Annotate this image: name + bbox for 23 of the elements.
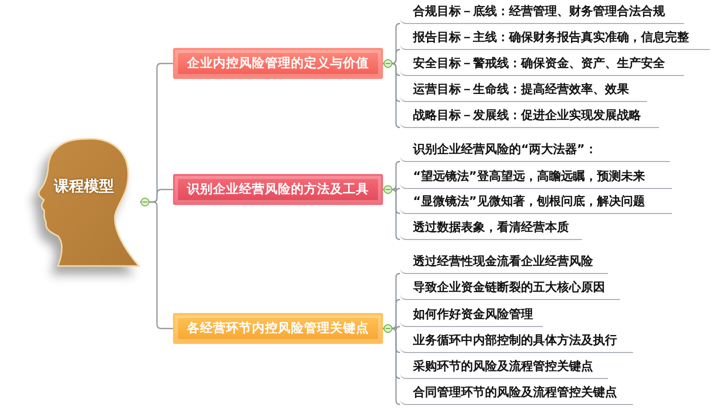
underlined-topic: “显微镜法”见微知著，刨根问底，解决问题: [400, 190, 672, 214]
branch-box: 各经营环节内控风险管理关键点: [173, 313, 383, 344]
branch-box: 识别企业经营风险的方法及工具: [173, 174, 383, 205]
underlined-topic: 导致企业资金链断裂的五大核心原因: [400, 276, 620, 300]
underlined-topic: 合同管理环节的风险及流程管控关键点: [400, 381, 633, 405]
underlined-topic: “望远镜法”登高望远，高瞻远瞩，预测未来: [400, 165, 672, 189]
underlined-topic: 业务循环中内部控制的具体方法及执行: [400, 329, 633, 353]
connector-line: [383, 59, 401, 128]
connector-line: [383, 185, 401, 240]
connector-line: [140, 198, 173, 330]
connector-line: [383, 324, 401, 406]
underlined-topic: 战略目标－发展线：促进企业实现发展战略: [400, 104, 659, 128]
branch-box: 企业内控风险管理的定义与价值: [173, 48, 383, 79]
underlined-topic: 安全目标－警戒线：确保资金、资产、生产安全: [400, 52, 684, 76]
underlined-topic: 如何作好资金风险管理: [400, 303, 543, 327]
underlined-topic: 采购环节的风险及流程管控关键点: [400, 355, 608, 379]
underlined-topic: 运营目标－生命线：提高经营效率、效果: [400, 78, 647, 102]
underlined-topic: 识别企业经营风险的“两大法器”：: [400, 138, 670, 162]
underlined-topic: 报告目标－主线：确保财务报告真实准确，信息完整: [400, 26, 710, 50]
underlined-topic: 透过数据表象，看清经营本质: [400, 216, 582, 240]
underlined-topic: 透过经营性现金流看企业经营风险: [400, 250, 608, 274]
underlined-topic: 合规目标－底线：经营管理、财务管理合法合规: [400, 0, 684, 24]
central-topic-text: 课程模型: [54, 177, 114, 196]
